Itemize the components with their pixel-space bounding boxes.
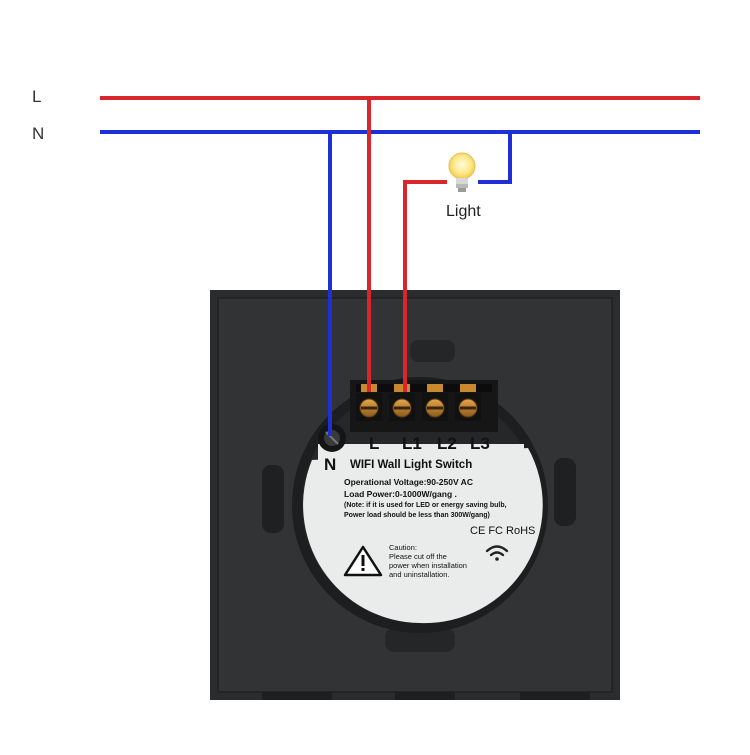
warning-triangle-icon (343, 545, 383, 577)
terminal-label-l: L (369, 434, 380, 453)
terminal-block (350, 380, 498, 432)
sticker-caution-1: Please cut off the (389, 552, 447, 561)
left-clip (262, 465, 284, 533)
switch-sticker (303, 444, 543, 624)
wires (100, 96, 700, 436)
neutral-label: N (32, 124, 45, 143)
sticker-note-1: (Note: if it is used for LED or energy s… (344, 502, 507, 509)
line-label: L (32, 87, 42, 106)
sticker-voltage: Operational Voltage:90-250V AC (344, 477, 473, 487)
right-clip (554, 458, 576, 526)
bottom-tab (385, 628, 455, 652)
terminal-screw-l3 (455, 384, 481, 421)
terminal-screw-l2 (422, 384, 448, 421)
lamp-neutral-wire (478, 132, 512, 184)
sticker-load: Load Power:0-1000W/gang . (344, 489, 457, 499)
sticker-caution-3: and uninstallation. (389, 570, 450, 579)
sticker-caution-title: Caution: (389, 543, 417, 552)
lamp-label: Light (446, 203, 481, 220)
terminal-label-l3: L3 (470, 434, 490, 453)
terminal-label-l2: L2 (437, 434, 457, 453)
terminal-screws (356, 384, 481, 421)
sticker-caution-2: power when installation (389, 561, 467, 570)
terminal-screw-l1 (389, 384, 415, 421)
light-bulb-icon (448, 152, 476, 192)
terminal-label-l1: L1 (402, 434, 422, 453)
top-tab (410, 340, 455, 362)
wifi-icon (485, 545, 509, 561)
lamp-switched-wire (403, 180, 447, 392)
sticker-certs: CE FC RoHS (470, 525, 536, 537)
terminal-label-n: N (324, 455, 337, 474)
sticker-title: WIFI Wall Light Switch (350, 459, 473, 471)
sticker-note-2: Power load should be less than 300W/gang… (344, 512, 490, 519)
